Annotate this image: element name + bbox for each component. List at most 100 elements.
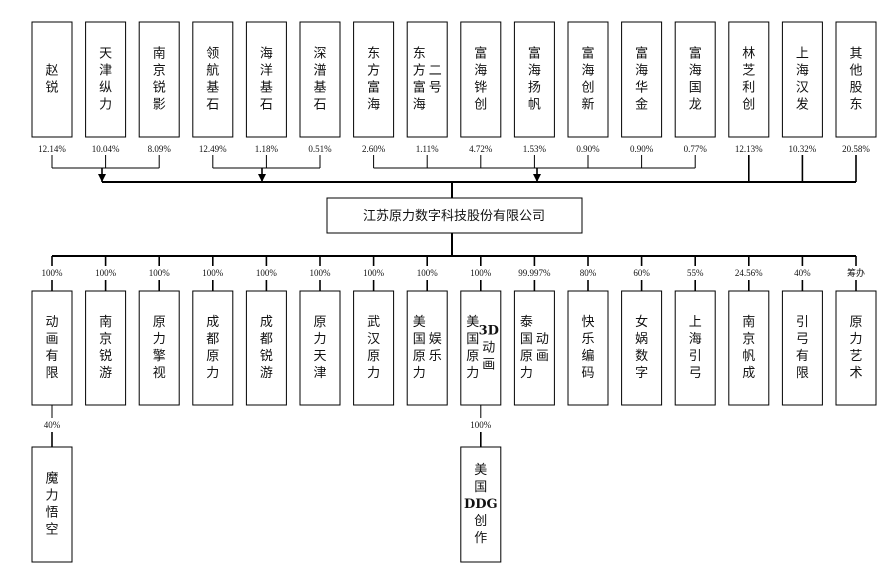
- entity-name-char: 帆: [528, 98, 541, 113]
- entity-name-char: 码: [581, 366, 594, 381]
- entity-name-char: 快: [581, 315, 594, 330]
- entity-box-frame: [513, 21, 555, 138]
- entity-name-char: 美: [466, 315, 479, 330]
- entity-name-char: 视: [153, 366, 166, 381]
- entity-name-char: 汉: [796, 81, 809, 96]
- entity-box-frame: [192, 290, 234, 406]
- entity-box-frame: [728, 21, 770, 138]
- shareholder-box: 东方富海二号东方富海二号: [406, 21, 448, 138]
- entity-name-char: 东: [849, 98, 862, 113]
- entity-box-frame: [835, 21, 877, 138]
- ownership-percentage: 60%: [633, 268, 650, 278]
- entity-name-char: 基: [313, 81, 326, 96]
- entity-box-frame: [85, 290, 127, 406]
- entity-name-char: 洋: [260, 64, 273, 79]
- entity-name-char: 赵: [45, 64, 58, 79]
- ownership-percentage: 100%: [149, 268, 171, 278]
- entity-box-frame: [353, 21, 395, 138]
- ownership-percentage: 99.997%: [518, 268, 551, 278]
- entity-name-char: 游: [260, 366, 273, 381]
- second-level-subsidiary-box: 魔力悟空魔力悟空: [31, 446, 73, 563]
- entity-box-frame: [781, 21, 823, 138]
- ownership-percentage: 筹办: [847, 267, 865, 278]
- entity-name-char: 力: [413, 366, 426, 381]
- entity-name-char: 画: [45, 332, 58, 347]
- entity-name-char: 空: [45, 523, 58, 538]
- ownership-percentage: 4.72%: [469, 144, 493, 154]
- ownership-percentage: 12.13%: [735, 144, 763, 154]
- entity-name-char: 海: [474, 64, 487, 79]
- entity-name-char: 上: [689, 315, 702, 330]
- entity-name-char: 富: [528, 46, 541, 62]
- entity-name-char: 其: [849, 47, 862, 62]
- entity-name-char: 美: [474, 463, 487, 478]
- entity-box-frame: [406, 21, 448, 138]
- subsidiary-box: 成都锐游成都锐游: [245, 290, 287, 406]
- entity-box-frame: [567, 21, 609, 138]
- entity-name-char: 女: [635, 314, 648, 330]
- subsidiary-box: 引弓有限引弓有限: [781, 290, 823, 406]
- entity-name-char: 力: [99, 98, 112, 113]
- entity-name-char: 天: [99, 47, 112, 62]
- entity-name-char: 锐: [45, 81, 58, 96]
- entity-name-char: 上: [796, 47, 809, 62]
- entity-box-frame: [835, 290, 877, 406]
- subsidiary-box: 上海引弓上海引弓: [674, 290, 716, 406]
- entity-name-char: 海: [689, 64, 702, 79]
- subsidiary-box: 快乐编码快乐编码: [567, 290, 609, 406]
- entity-name-char: 津: [99, 64, 112, 79]
- entity-name-char: 限: [45, 366, 58, 381]
- ownership-percentage: 100%: [202, 268, 224, 278]
- entity-box-frame: [460, 290, 502, 406]
- ownership-percentage: 100%: [256, 268, 278, 278]
- entity-name-char: 弓: [796, 332, 809, 347]
- entity-box-frame: [674, 290, 716, 406]
- entity-name-char: 方: [367, 63, 380, 79]
- entity-name-char: 发: [796, 97, 809, 113]
- second-level-subsidiary-box: 美国DDG创作美国DDG创作: [460, 446, 502, 563]
- entity-name-char: 艺: [849, 349, 862, 364]
- entity-name-char: 创: [474, 98, 487, 113]
- entity-name-char: 金: [635, 97, 648, 113]
- entity-name-char: 林: [742, 47, 755, 62]
- shareholder-box: 海洋基石海洋基石: [245, 21, 287, 138]
- subsidiary-box: 南京锐游南京锐游: [85, 290, 127, 406]
- ownership-percentage: 1.53%: [523, 144, 547, 154]
- entity-name-char: 动: [482, 341, 495, 356]
- entity-name-char: 海: [689, 332, 702, 347]
- entity-box-frame: [85, 21, 127, 138]
- entity-name-char: 原: [520, 349, 533, 364]
- entity-name-char: 领: [206, 47, 219, 62]
- shareholder-box: 赵锐赵锐: [31, 21, 73, 138]
- entity-name-char: 娱: [429, 332, 442, 347]
- entity-name-char: 原: [153, 315, 166, 330]
- entity-name-char: 3D: [479, 324, 499, 339]
- ownership-percentage: 100%: [42, 268, 64, 278]
- entity-name-char: 都: [206, 332, 219, 347]
- shareholder-box: 富海华金富海华金: [621, 21, 663, 138]
- entity-name-char: 美: [413, 315, 426, 330]
- entity-box-frame: [567, 290, 609, 406]
- entity-name-char: 力: [313, 332, 326, 347]
- entity-name-char: 利: [742, 81, 755, 96]
- entity-name-char: 乐: [429, 349, 442, 364]
- entity-name-char: 航: [206, 63, 219, 79]
- entity-name-char: 数: [635, 349, 648, 364]
- entity-name-char: 原: [849, 315, 862, 330]
- subsidiary-box: 女娲数字女娲数字: [621, 290, 663, 406]
- entity-name-char: 京: [153, 64, 166, 79]
- subsidiary-box: 原力擎视原力擎视: [138, 290, 180, 406]
- entity-name-char: 画: [482, 358, 495, 373]
- entity-name-char: 铧: [474, 81, 487, 96]
- entity-name-char: 原: [313, 315, 326, 330]
- subsidiary-box: 武汉原力武汉原力: [353, 290, 395, 406]
- shareholder-box: 富海铧创富海铧创: [460, 21, 502, 138]
- shareholder-box: 天津纵力天津纵力: [85, 21, 127, 138]
- entity-name-char: 基: [206, 81, 219, 96]
- ownership-percentage: 0.90%: [576, 144, 600, 154]
- subsidiary-box: 动画有限动画有限: [31, 290, 73, 406]
- ownership-percentage: 20.58%: [842, 144, 870, 154]
- entity-box-frame: [728, 290, 770, 406]
- ownership-percentage: 24.56%: [735, 268, 763, 278]
